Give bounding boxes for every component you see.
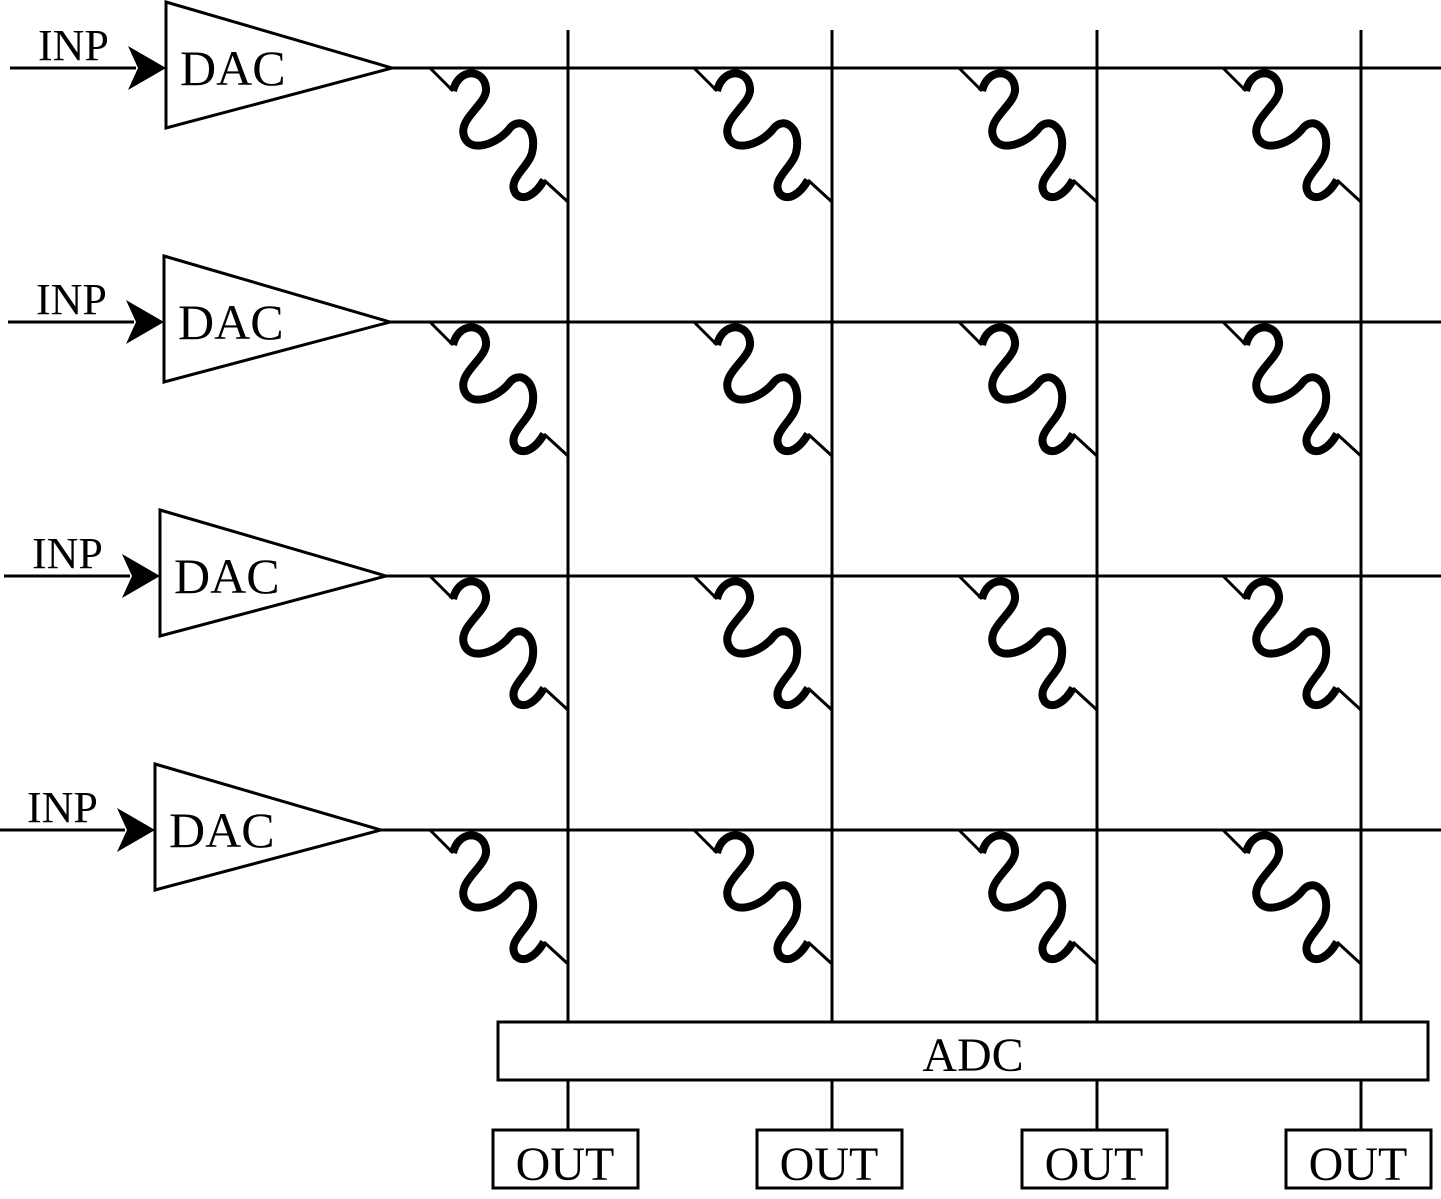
arrow-icon (117, 808, 155, 852)
memristor (957, 574, 1099, 712)
memristor (692, 574, 834, 712)
memristor (1221, 66, 1363, 204)
arrow-icon (126, 300, 164, 344)
memristor (1221, 828, 1363, 966)
arrow-icon (122, 554, 160, 598)
dac-label: DAC (180, 40, 286, 96)
memristor (957, 828, 1099, 966)
memristor (692, 828, 834, 966)
memristor (1221, 320, 1363, 458)
output-box (1284, 1128, 1433, 1190)
input-label: INP (32, 529, 103, 578)
memristor (692, 66, 834, 204)
dac-label: DAC (174, 548, 280, 604)
dac-label: DAC (178, 294, 284, 350)
output-label: OUT (1045, 1138, 1144, 1191)
memristor (957, 320, 1099, 458)
output-box (755, 1128, 904, 1190)
dac-block (164, 0, 398, 130)
output-label: OUT (780, 1138, 879, 1191)
memristor (428, 574, 570, 712)
memristor (428, 320, 570, 458)
input-row: INP DAC (8, 253, 1441, 384)
adc-block (496, 1020, 1430, 1082)
output-box (1020, 1128, 1169, 1190)
memristor (1221, 574, 1363, 712)
memristor (957, 66, 1099, 204)
input-label: INP (36, 275, 107, 324)
adc-label: ADC (922, 1029, 1023, 1082)
input-label: INP (38, 21, 109, 70)
dac-block (162, 253, 396, 384)
output-box (491, 1128, 640, 1190)
memristor (428, 828, 570, 966)
output-label: OUT (516, 1138, 615, 1191)
input-label: INP (27, 783, 98, 832)
input-row: INP DAC (10, 0, 1441, 130)
memristor (692, 320, 834, 458)
dac-block (158, 507, 392, 638)
output-label: OUT (1309, 1138, 1408, 1191)
dac-block (153, 761, 387, 892)
arrow-icon (128, 46, 166, 90)
input-row: INP DAC (0, 761, 1441, 892)
input-row: INP DAC (4, 507, 1441, 638)
dac-label: DAC (169, 802, 275, 858)
memristor (428, 66, 570, 204)
